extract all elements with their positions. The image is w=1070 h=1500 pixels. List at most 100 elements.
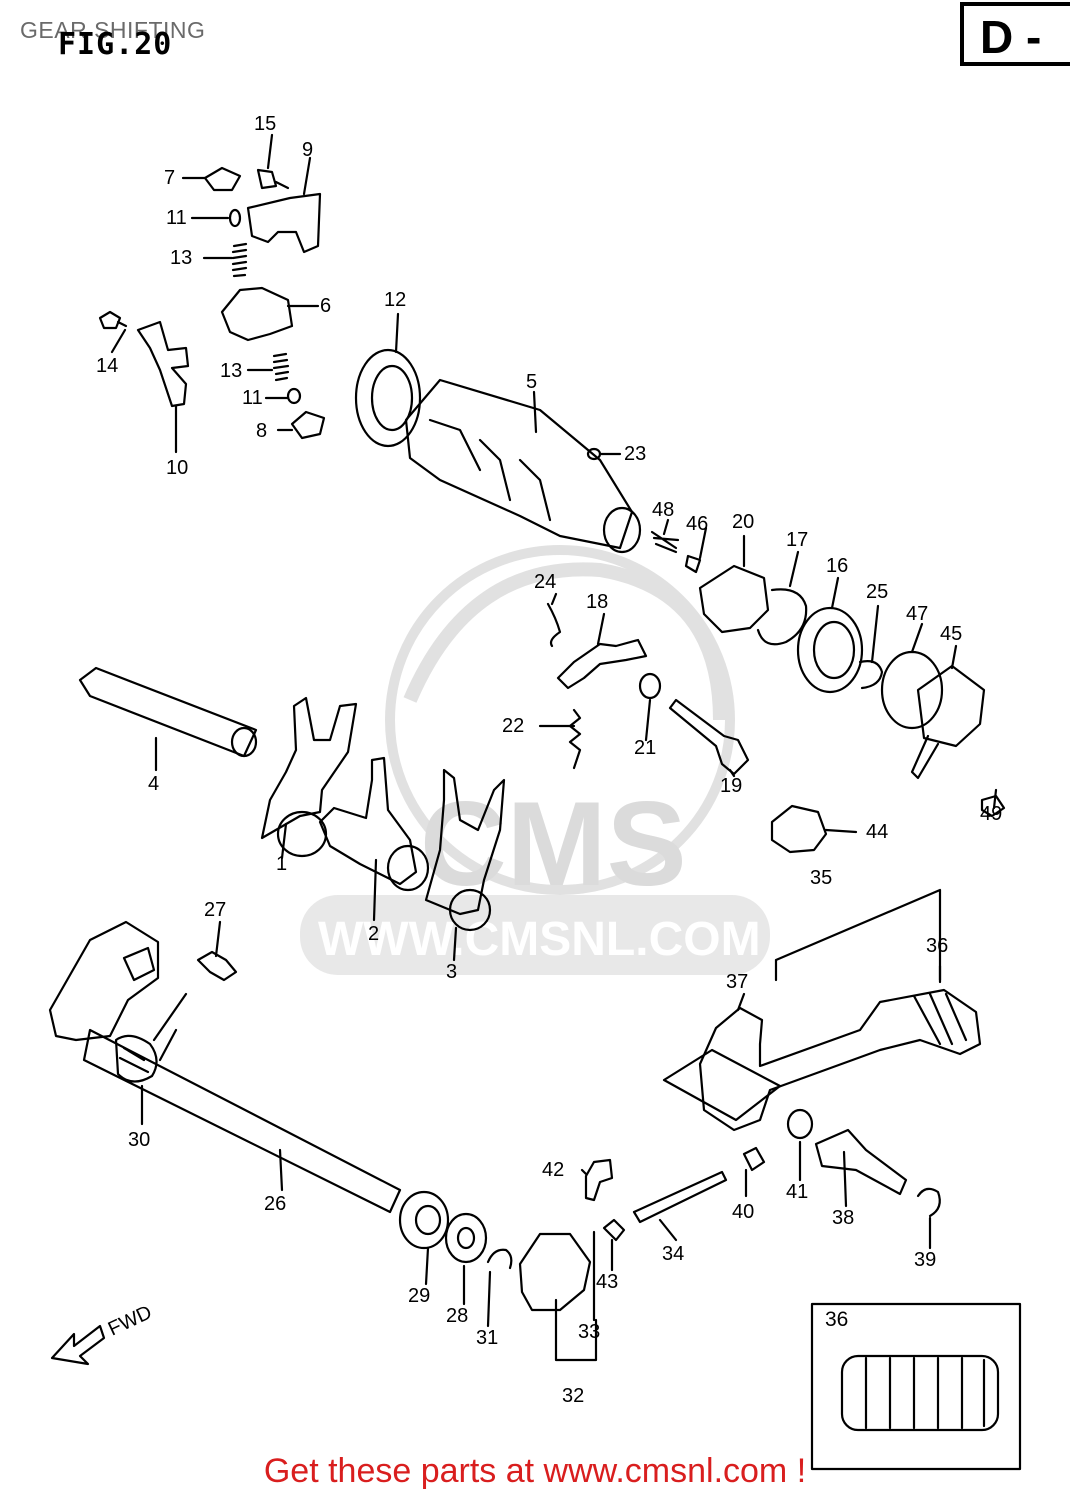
part-27-bolt — [196, 950, 238, 982]
part-28-washer — [444, 1212, 488, 1264]
part-29-seal-inner — [414, 1204, 442, 1236]
part-label-41: 41 — [786, 1181, 808, 1203]
part-21-washer — [638, 672, 662, 700]
part-36-shift-pedal — [698, 988, 982, 1132]
part-14-bolt — [98, 310, 128, 330]
part-label-25: 25 — [866, 581, 888, 603]
part-label-42: 42 — [542, 1159, 564, 1181]
part-label-15: 15 — [254, 113, 276, 135]
part-label-20: 20 — [732, 511, 754, 533]
part-label-44: 44 — [866, 821, 888, 843]
part-34-rod — [632, 1170, 728, 1224]
part-16-bearing-inner — [812, 620, 856, 680]
part-3-fork — [424, 768, 506, 916]
fwd-arrow-icon — [50, 1324, 106, 1366]
inset-part-label: 36 — [825, 1308, 849, 1331]
part-9-plate — [246, 192, 322, 254]
part-22-spring — [568, 708, 582, 770]
part-44-rubber — [770, 804, 828, 854]
part-41-washer — [786, 1108, 814, 1140]
part-label-49: 49 — [980, 803, 1002, 825]
sheet-code: D - — [980, 11, 1042, 63]
part-33-arm — [518, 1232, 592, 1312]
part-label-27: 27 — [204, 899, 226, 921]
part-5-drum-grooves — [428, 418, 552, 522]
part-26-arm — [48, 920, 160, 1042]
part-label-11a: 11 — [166, 207, 187, 229]
figure-title: FIG.20 — [58, 27, 173, 62]
part-42-bolt — [584, 1158, 614, 1202]
footer-link-text[interactable]: Get these parts at www.cmsnl.com ! — [263, 1452, 807, 1490]
part-31-clip — [486, 1248, 513, 1270]
part-11b-ring — [286, 387, 302, 405]
part-16-bearing — [796, 606, 864, 694]
part-13-spring — [231, 242, 248, 278]
part-10-lever — [136, 320, 190, 408]
part-label-23: 23 — [624, 443, 646, 465]
part-number-labels: 1 2 3 4 5 6 7 8 9 10 11 11 12 13 13 14 1… — [96, 113, 1002, 1407]
part-label-4: 4 — [148, 773, 159, 795]
part-label-19: 19 — [720, 775, 742, 797]
part-26-arm-slot — [122, 946, 156, 982]
part-20-cam — [698, 564, 770, 634]
part-25-clip — [858, 660, 884, 690]
part-label-43: 43 — [596, 1271, 618, 1293]
part-label-28: 28 — [446, 1305, 468, 1327]
part-48-spring — [650, 530, 680, 554]
part-label-21: 21 — [634, 737, 656, 759]
part-38-tie-rod-end — [814, 1128, 908, 1196]
part-label-46: 46 — [686, 513, 708, 535]
fwd-label: FWD — [105, 1301, 156, 1340]
watermark-helmet-icon — [385, 545, 735, 895]
part-label-33: 33 — [578, 1321, 600, 1343]
part-label-40: 40 — [732, 1201, 754, 1223]
part-label-11b: 11 — [242, 387, 263, 409]
part-label-26: 26 — [264, 1193, 286, 1215]
part-label-10: 10 — [166, 457, 188, 479]
part-label-7: 7 — [164, 167, 175, 189]
watermark: CMS WWW.CMSNL.COM — [300, 545, 770, 975]
part-label-36: 36 — [926, 935, 948, 957]
part-4-shaft — [78, 666, 258, 758]
section-label: GEAR SHIFTING — [20, 17, 206, 43]
part-4-shaft-end — [230, 726, 258, 758]
inset-box — [810, 1302, 1022, 1471]
part-30-spring — [114, 1034, 158, 1083]
part-36-pedal-rubber — [912, 992, 968, 1046]
part-label-38: 38 — [832, 1207, 854, 1229]
part-label-39: 39 — [914, 1249, 936, 1271]
part-5-shift-drum — [404, 378, 634, 550]
part-6-stopper — [220, 286, 294, 342]
part-5-drum-end — [602, 506, 642, 554]
sheet-code-box: D - — [960, 2, 1070, 66]
part-7-cover — [203, 166, 242, 192]
leader-lines — [110, 133, 998, 1362]
part-label-6: 6 — [320, 295, 331, 317]
part-label-3: 3 — [446, 961, 457, 983]
part-label-13b: 13 — [220, 360, 242, 382]
part-1-fork — [260, 696, 358, 840]
part-label-16: 16 — [826, 555, 848, 577]
part-40-nut — [742, 1146, 766, 1172]
inset-pedal-rubber — [840, 1354, 1000, 1432]
part-24-clip — [546, 602, 562, 648]
part-label-9: 9 — [302, 139, 313, 161]
watermark-url: WWW.CMSNL.COM — [318, 913, 761, 966]
part-label-14: 14 — [96, 355, 118, 377]
part-label-24: 24 — [534, 571, 556, 593]
part-label-48: 48 — [652, 499, 674, 521]
part-label-18: 18 — [586, 591, 608, 613]
part-label-22: 22 — [502, 715, 524, 737]
part-11-ring — [228, 208, 242, 228]
watermark-banner — [300, 895, 770, 975]
part-8-cover — [290, 410, 326, 440]
part-label-29: 29 — [408, 1285, 430, 1307]
part-35-bracket — [774, 888, 942, 984]
part-label-31: 31 — [476, 1327, 498, 1349]
part-49-bolt — [980, 794, 1006, 818]
part-43-nut — [602, 1218, 626, 1242]
part-label-47: 47 — [906, 603, 928, 625]
part-label-13a: 13 — [170, 247, 192, 269]
